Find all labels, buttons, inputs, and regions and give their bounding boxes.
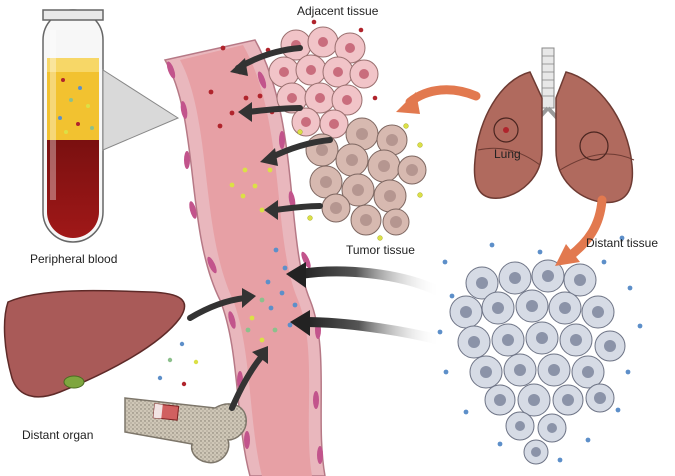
inflow-arrows: [187, 45, 445, 411]
label-lung: Lung: [494, 147, 521, 161]
label-peripheral-blood: Peripheral blood: [30, 252, 118, 266]
label-tumor-tissue: Tumor tissue: [346, 243, 415, 257]
liver: [3, 289, 199, 398]
label-adjacent-tissue: Adjacent tissue: [297, 4, 379, 18]
lung-tumor-marker: [493, 117, 519, 143]
endothelial-cells: [166, 61, 323, 464]
distant-tissue-cluster: [437, 235, 643, 465]
vessel-lumen: [180, 45, 312, 476]
bone: [124, 397, 247, 464]
label-distant-organ: Distant organ: [22, 428, 94, 442]
circulating-particles: [208, 45, 298, 343]
liver-particles: [157, 341, 199, 387]
label-distant-tissue: Distant tissue: [586, 236, 659, 250]
lung-outflow-arrows: [396, 85, 607, 266]
test-tube: [42, 9, 180, 243]
lungs: [473, 47, 635, 204]
zoom-cone: [102, 69, 180, 151]
adjacent-tissue-cluster: [265, 19, 379, 139]
tumor-tissue-cluster: [297, 117, 427, 241]
